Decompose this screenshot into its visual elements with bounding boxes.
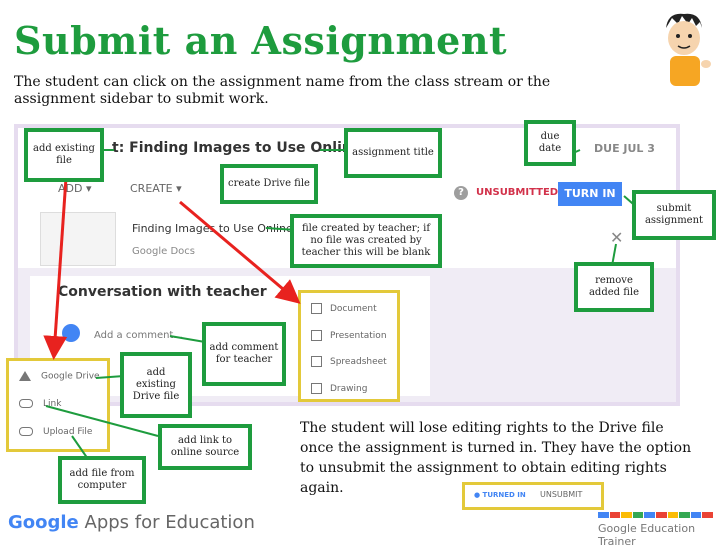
callout-remove-added-file: remove added file bbox=[574, 262, 654, 312]
trainer-color-bar bbox=[598, 512, 714, 518]
callout-due-date: due date bbox=[524, 120, 576, 166]
add-button[interactable]: ADD ▾ bbox=[58, 182, 118, 206]
assignment-title[interactable]: t: Finding Images to Use Online bbox=[112, 140, 362, 156]
menu-item-link[interactable]: Link bbox=[19, 399, 61, 409]
cartoon-avatar-icon bbox=[666, 13, 711, 86]
menu-item-label: Google Drive bbox=[41, 371, 100, 382]
check-icon: ● bbox=[474, 491, 481, 499]
trainer-badge: Google Education Trainer bbox=[598, 522, 696, 548]
create-button[interactable]: CREATE ▾ bbox=[130, 182, 206, 206]
document-thumbnail bbox=[40, 212, 116, 266]
file-type: Google Docs bbox=[132, 246, 195, 257]
callout-add-comment: add comment for teacher bbox=[202, 322, 286, 386]
callout-add-existing-drive-file: add existing Drive file bbox=[120, 352, 192, 418]
unsubmit-button[interactable]: UNSUBMIT bbox=[540, 490, 583, 499]
status-badge: UNSUBMITTED bbox=[476, 187, 559, 198]
create-dropdown-menu: Document Presentation Spreadsheet Drawin… bbox=[298, 290, 400, 402]
google-apps-logo: Google Apps for Education bbox=[8, 512, 255, 533]
turned-in-label: ● TURNED IN bbox=[474, 491, 526, 499]
add-comment-input[interactable]: Add a comment... bbox=[94, 330, 183, 341]
add-dropdown-menu: Google Drive Link Upload File bbox=[6, 358, 110, 452]
chevron-down-icon: ▾ bbox=[85, 182, 92, 195]
callout-file-created-by-teacher: file created by teacher; if no file was … bbox=[290, 214, 442, 268]
menu-item-label: Upload File bbox=[43, 427, 93, 437]
page-subtitle: The student can click on the assignment … bbox=[14, 74, 551, 107]
callout-add-link: add link to online source bbox=[158, 424, 252, 470]
turned-in-text: TURNED IN bbox=[482, 491, 526, 499]
chevron-down-icon: ▾ bbox=[176, 182, 182, 195]
menu-item-label: Drawing bbox=[330, 384, 368, 394]
menu-item-drawing[interactable]: Drawing bbox=[311, 383, 367, 394]
turned-in-status-strip bbox=[462, 482, 604, 510]
logo-google: Google bbox=[8, 512, 79, 533]
callout-add-existing-file: add existing file bbox=[24, 128, 104, 182]
page-title: Submit an Assignment bbox=[14, 18, 508, 63]
turn-in-button[interactable]: TURN IN bbox=[558, 182, 622, 206]
menu-item-spreadsheet[interactable]: Spreadsheet bbox=[311, 356, 387, 367]
callout-submit-assignment: submit assignment bbox=[632, 190, 716, 240]
presentation-icon bbox=[311, 330, 322, 341]
due-date: DUE JUL 3 bbox=[594, 142, 655, 155]
logo-suffix: Apps for Education bbox=[78, 512, 255, 533]
close-icon[interactable]: ✕ bbox=[610, 228, 624, 247]
menu-item-document[interactable]: Document bbox=[311, 303, 377, 314]
spreadsheet-icon bbox=[311, 356, 322, 367]
callout-assignment-title: assignment title bbox=[344, 128, 442, 178]
bottom-note: The student will lose editing rights to … bbox=[300, 420, 692, 496]
callout-add-file-from-computer: add file from computer bbox=[58, 456, 146, 504]
add-button-label: ADD bbox=[58, 182, 83, 195]
create-button-label: CREATE bbox=[130, 182, 173, 195]
menu-item-upload-file[interactable]: Upload File bbox=[19, 427, 92, 437]
conversation-title: Conversation with teacher bbox=[58, 284, 267, 300]
menu-item-google-drive[interactable]: Google Drive bbox=[19, 371, 100, 382]
document-icon bbox=[311, 303, 322, 314]
menu-item-label: Document bbox=[330, 304, 377, 314]
menu-item-presentation[interactable]: Presentation bbox=[311, 330, 387, 341]
avatar-icon bbox=[62, 324, 80, 342]
menu-item-label: Spreadsheet bbox=[330, 357, 387, 367]
file-name[interactable]: Finding Images to Use Online bbox=[132, 222, 293, 235]
menu-item-label: Link bbox=[43, 399, 62, 409]
help-icon[interactable]: ? bbox=[454, 186, 468, 200]
drive-icon bbox=[19, 371, 31, 381]
drawing-icon bbox=[311, 383, 322, 394]
callout-create-drive-file: create Drive file bbox=[220, 164, 318, 204]
menu-item-label: Presentation bbox=[330, 331, 387, 341]
link-icon bbox=[19, 399, 33, 408]
attachment-icon bbox=[19, 427, 33, 436]
